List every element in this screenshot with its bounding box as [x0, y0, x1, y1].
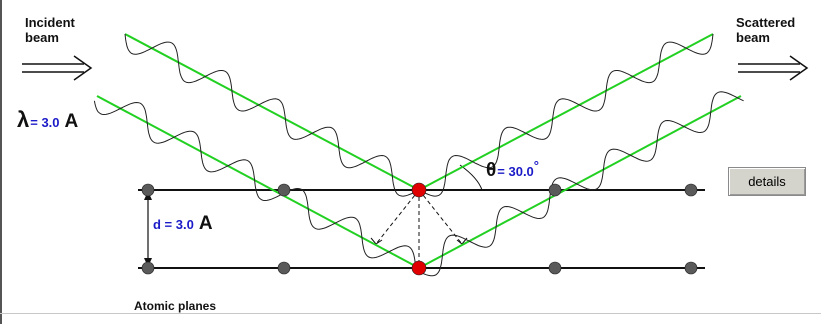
- scattered-label-line2: beam: [736, 30, 770, 45]
- atomic-planes-label: Atomic planes: [134, 299, 217, 313]
- scattered-ray-top: [418, 33, 714, 191]
- bottom-border: [0, 313, 821, 314]
- scattered-wave-top: [418, 33, 714, 197]
- atom-top-4: [684, 183, 698, 197]
- incident-ray-top: [124, 33, 420, 191]
- degree-symbol: °: [533, 158, 539, 173]
- angstrom-unit: A: [64, 111, 79, 132]
- theta-arc: [459, 164, 483, 191]
- atom-top-1: [141, 183, 155, 197]
- incident-label-line2: beam: [25, 30, 59, 45]
- scattered-beam-label: Scattered beam: [736, 15, 795, 45]
- atom-top-3: [548, 183, 562, 197]
- scattered-label-line1: Scattered: [736, 15, 796, 30]
- atom-bottom-3: [548, 261, 562, 275]
- theta-symbol: θ: [486, 160, 497, 181]
- atoms: [141, 182, 698, 276]
- incident-beam-label: Incident beam: [25, 15, 75, 45]
- wavelength-value: = 3.0: [30, 115, 60, 130]
- wavelength-label: λ = 3.0 A: [17, 107, 79, 132]
- path-difference-construction: [375, 189, 463, 268]
- incident-arrow-icon: [22, 55, 93, 81]
- incident-ray-bottom: [96, 95, 420, 269]
- atom-top-2: [277, 183, 291, 197]
- scattered-ray-bottom: [418, 95, 742, 269]
- incident-wave-bottom: [93, 100, 417, 273]
- left-border: [0, 0, 2, 324]
- incident-label-line1: Incident: [25, 15, 75, 30]
- details-button[interactable]: details: [728, 167, 806, 196]
- waves: [93, 33, 744, 277]
- scatter-atom-bottom: [411, 260, 427, 276]
- scattered-arrow-icon: [738, 55, 809, 81]
- lambda-symbol: λ: [17, 107, 30, 132]
- atom-bottom-4: [684, 261, 698, 275]
- angle-value: = 30.0: [497, 164, 534, 179]
- angle-label: θ = 30.0 °: [486, 158, 539, 181]
- incident-wave-top: [124, 33, 420, 197]
- atom-bottom-2: [277, 261, 291, 275]
- rays: [96, 33, 742, 269]
- scattered-wave-bottom: [421, 91, 744, 277]
- angstrom-unit: A: [198, 213, 213, 234]
- atom-bottom-1: [141, 261, 155, 275]
- scatter-atom-top: [411, 182, 427, 198]
- spacing-value: d = 3.0: [153, 217, 194, 232]
- spacing-label: d = 3.0 A: [153, 213, 213, 234]
